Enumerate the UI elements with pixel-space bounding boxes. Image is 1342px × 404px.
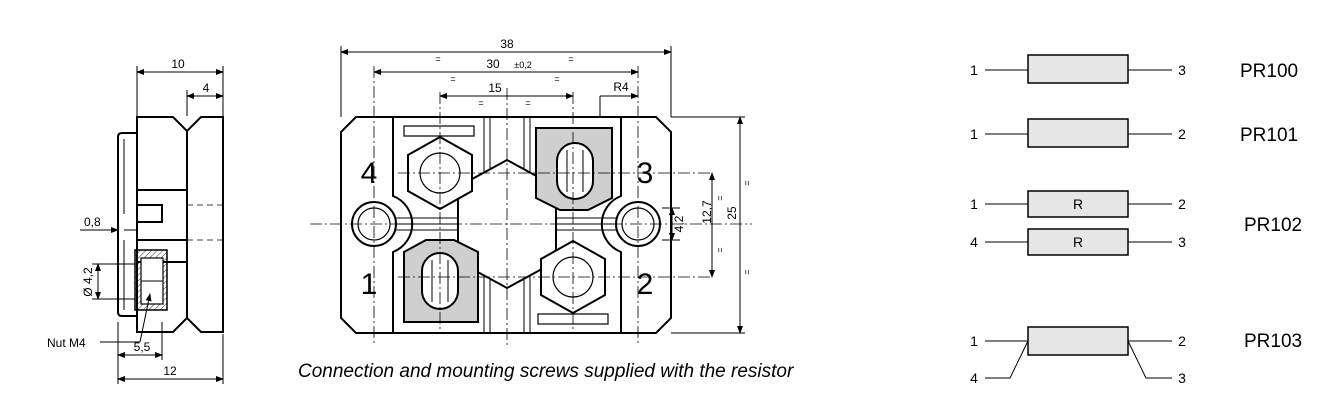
pin-label: 3 [1178, 234, 1186, 250]
terminal-3-label: 3 [637, 157, 654, 190]
screw-head-icon [556, 142, 594, 200]
schematic-pr103: 1 2 4 3 PR103 [970, 326, 1302, 386]
pin-label: 1 [970, 333, 978, 349]
pin-label: 3 [1178, 370, 1186, 386]
pin-4-lead [985, 340, 1029, 379]
svg-text:=: = [715, 195, 725, 200]
model-label: PR100 [1240, 61, 1298, 82]
svg-text:=: = [742, 269, 752, 274]
terminal-1-label: 1 [361, 268, 378, 301]
terminal-4-label: 4 [361, 157, 378, 190]
svg-text:=: = [742, 180, 752, 185]
pin-label: 1 [970, 196, 978, 212]
svg-text:=: = [450, 74, 455, 84]
pin-label: 3 [1178, 62, 1186, 78]
schematic-pr100: 1 3 PR100 [970, 54, 1298, 84]
svg-text:=: = [554, 74, 559, 84]
dim-width: 38 [500, 37, 514, 51]
dim-inner-top: 4 [203, 81, 210, 95]
dim-hole: 4,2 [672, 215, 686, 232]
svg-text:=: = [568, 54, 573, 64]
pin-label: 1 [970, 126, 978, 142]
terminal-bar [403, 125, 475, 137]
resistor-body [340, 116, 672, 334]
dim-pitch-tol: ±0,2 [514, 60, 531, 70]
terminal-2-label: 2 [637, 268, 654, 301]
pin-label: 1 [970, 62, 978, 78]
top-view: 4 3 1 2 38 = = 30 ±0,2 = = 15 = = R4 [310, 37, 752, 345]
dim-radius: R4 [613, 80, 629, 94]
dim-gap: 0,8 [84, 215, 101, 229]
dim-half: 15 [488, 81, 502, 95]
side-body-right [186, 116, 224, 333]
dim-height: 25 [725, 206, 739, 220]
pin-label: 4 [970, 234, 978, 250]
schematic-pr102: R R 1 2 4 3 PR102 [970, 190, 1302, 256]
side-steps [137, 189, 187, 263]
dim-diameter: Ø 4,2 [81, 267, 95, 297]
dim-pitch: 30 [486, 57, 500, 71]
element-label: R [1073, 234, 1083, 250]
model-label: PR102 [1244, 215, 1302, 236]
dim-total-top: 10 [171, 57, 185, 71]
side-view: 10 4 0,8 Ø 4,2 Nut M4 5,5 12 [47, 57, 224, 384]
model-label: PR101 [1240, 125, 1298, 146]
dim-total-bottom: 12 [163, 364, 177, 378]
svg-text:=: = [435, 54, 440, 64]
pin-label: 2 [1178, 126, 1186, 142]
schematic-pr101: 1 2 PR101 [970, 118, 1298, 148]
pin-3-lead [1127, 340, 1172, 379]
dim-vpitch: 12,7 [700, 200, 714, 224]
pin-label: 2 [1178, 333, 1186, 349]
model-label: PR103 [1244, 331, 1302, 352]
svg-text:=: = [525, 98, 530, 108]
svg-text:=: = [478, 98, 483, 108]
pin-label: 2 [1178, 196, 1186, 212]
element-label: R [1073, 196, 1083, 212]
drawing-caption: Connection and mounting screws supplied … [298, 361, 794, 382]
resistor-symbol [1027, 326, 1129, 356]
resistor-symbol [1027, 118, 1129, 148]
resistor-symbol [1027, 54, 1129, 84]
resistor-symbol [1027, 190, 1129, 218]
pin-label: 4 [970, 370, 978, 386]
connection-tab [117, 132, 137, 317]
svg-text:=: = [715, 247, 725, 252]
dim-nut-offset: 5,5 [134, 340, 151, 354]
nut-label: Nut M4 [47, 336, 86, 350]
